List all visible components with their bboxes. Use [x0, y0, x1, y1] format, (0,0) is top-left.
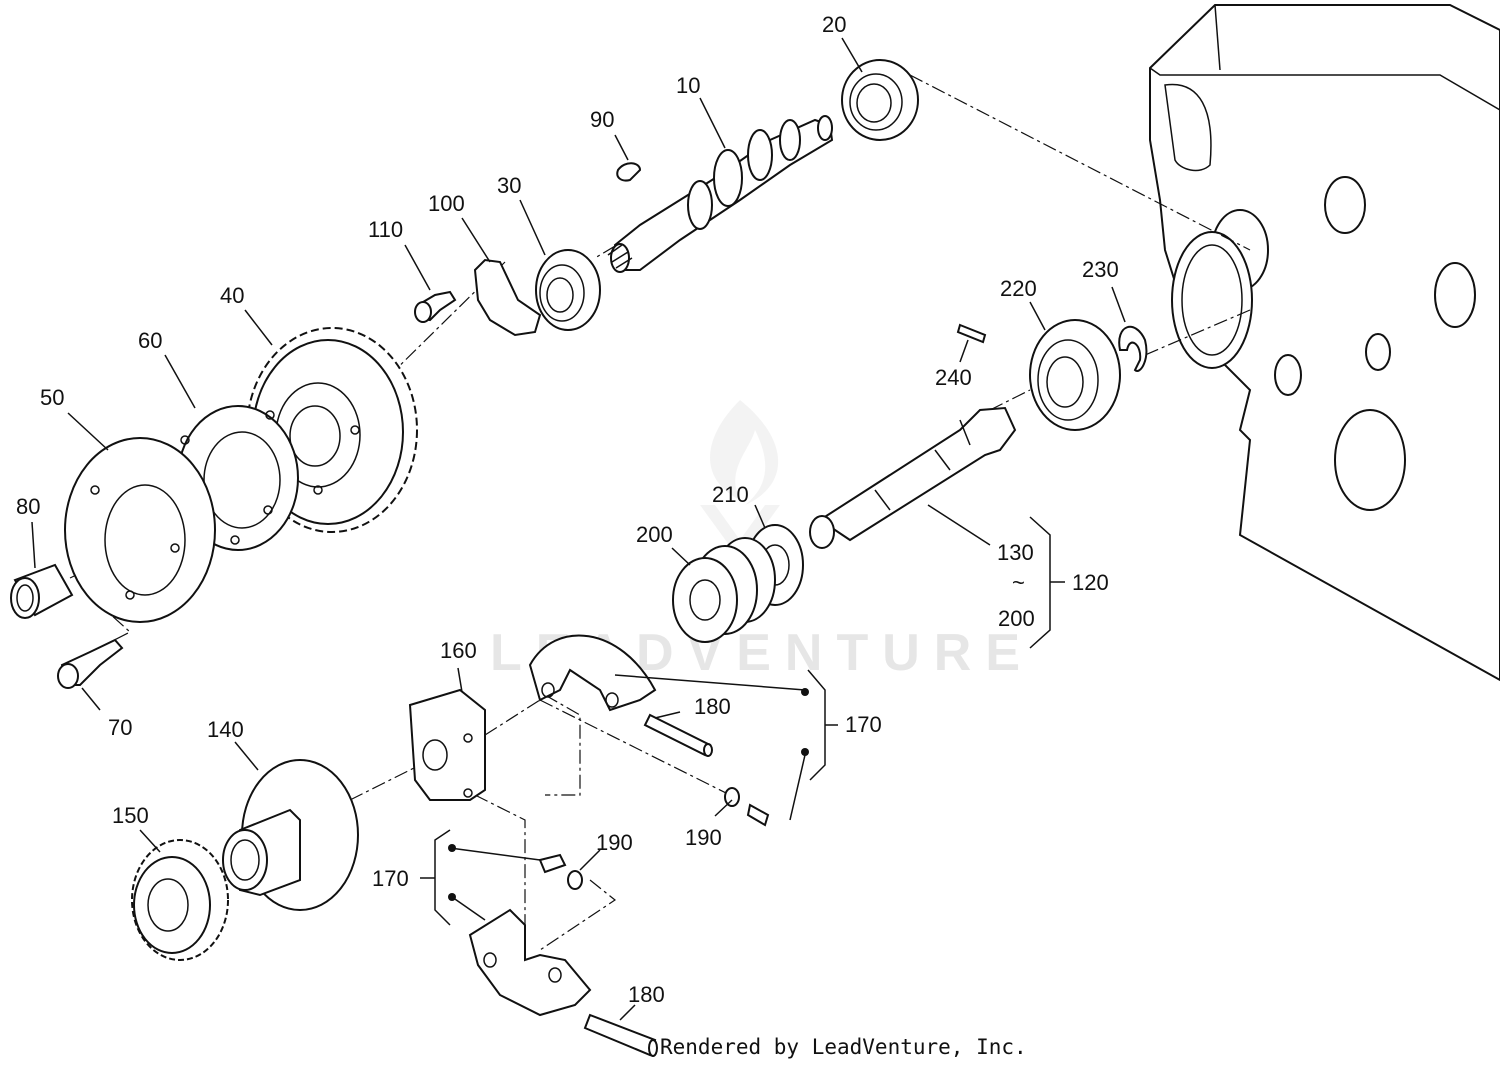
camshaft-part-10	[607, 115, 834, 273]
watermark-logo	[700, 400, 780, 560]
callout-170-upper: 170	[845, 712, 882, 737]
callout-210: 210	[712, 482, 749, 507]
footer-credit: Rendered by LeadVenture, Inc.	[660, 1035, 1027, 1059]
pin-part-180-lower	[583, 1013, 658, 1057]
collar-part-80	[10, 563, 74, 619]
callout-120: 120	[1072, 570, 1109, 595]
callout-200-range: 200	[998, 606, 1035, 631]
callout-labels: 20 10 90 30 100 110 40 60 50 80 70 230 2…	[16, 12, 1119, 1007]
bolt-part-70	[57, 638, 124, 689]
callout-190-upper: 190	[685, 825, 722, 850]
callout-180-upper: 180	[694, 694, 731, 719]
bearing-part-20	[841, 59, 919, 141]
callout-200: 200	[636, 522, 673, 547]
governor-shaft-part-130	[809, 406, 1017, 549]
callout-30: 30	[497, 173, 521, 198]
callout-180-lower: 180	[628, 982, 665, 1007]
callout-50: 50	[40, 385, 64, 410]
callout-170-lower: 170	[372, 866, 409, 891]
holder-part-160	[408, 688, 486, 801]
callout-40: 40	[220, 283, 244, 308]
pin-part-240	[956, 323, 987, 344]
callout-70: 70	[108, 715, 132, 740]
plate-part-100	[473, 258, 542, 337]
pin-part-180-upper	[643, 713, 713, 757]
gear-part-150	[131, 839, 229, 961]
camshaft-axis-line	[909, 74, 1251, 251]
callout-10: 10	[676, 73, 700, 98]
callout-20: 20	[822, 12, 846, 37]
callout-160: 160	[440, 638, 477, 663]
flange-part-50	[64, 437, 216, 623]
bearing-part-220	[1029, 319, 1121, 431]
callout-140: 140	[207, 717, 244, 742]
gear-part-140	[222, 759, 359, 911]
callout-240: 240	[935, 365, 972, 390]
leader-lines	[31, 37, 1126, 1021]
callout-130: 130	[997, 540, 1034, 565]
callout-230: 230	[1082, 257, 1119, 282]
weight-part-170-lower	[468, 908, 592, 1017]
callout-tilde: ~	[1012, 570, 1025, 595]
callout-150: 150	[112, 803, 149, 828]
bolt-part-110	[414, 290, 457, 323]
bearing-part-30	[535, 249, 601, 331]
bolt-part-190-upper	[724, 787, 770, 827]
callout-110: 110	[368, 217, 403, 242]
key-part-90	[616, 162, 642, 182]
weight-part-170-upper	[528, 634, 657, 712]
bolt-part-190-lower	[538, 853, 583, 890]
callout-190-lower: 190	[596, 830, 633, 855]
callout-90: 90	[590, 107, 614, 132]
callout-60: 60	[138, 328, 162, 353]
callout-80: 80	[16, 494, 40, 519]
snap-ring-part-230	[1118, 325, 1148, 372]
callout-220: 220	[1000, 276, 1037, 301]
engine-block	[1149, 4, 1500, 682]
callout-100: 100	[428, 191, 465, 216]
sleeve-part-200	[672, 537, 776, 643]
